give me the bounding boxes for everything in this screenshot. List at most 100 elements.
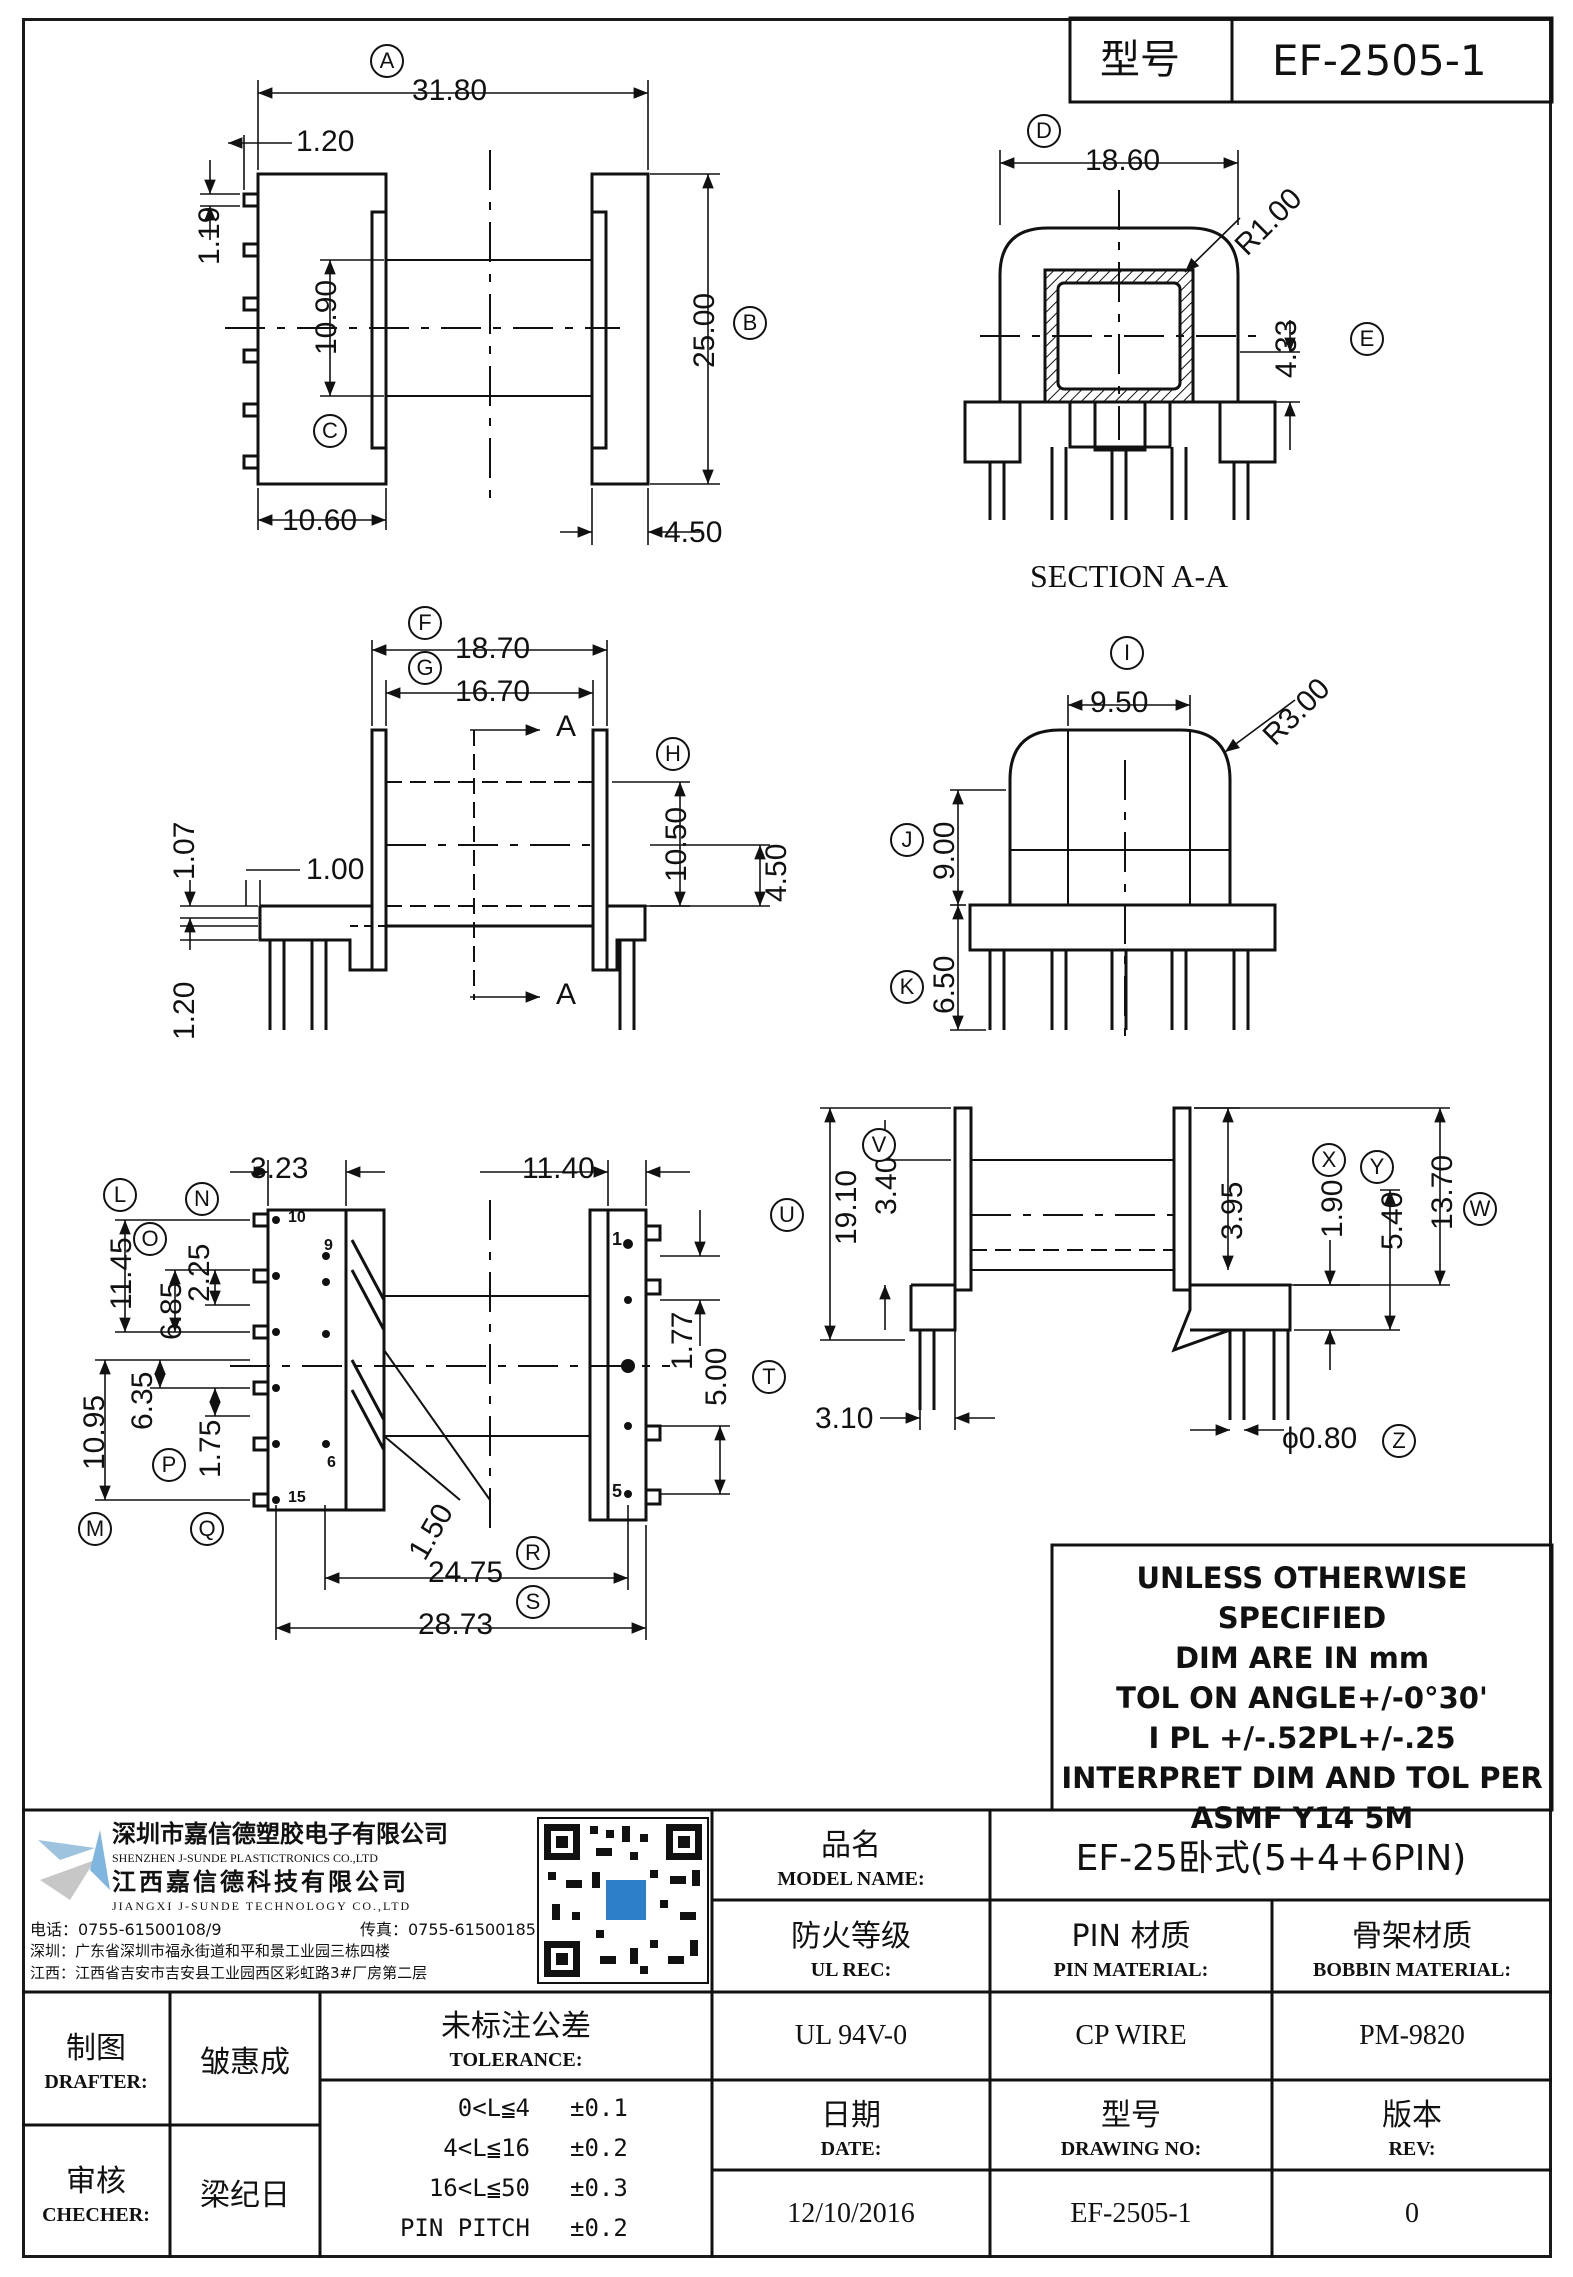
checker-en: CHECHER: [42, 2204, 150, 2226]
dim-1-07: 1.07 [168, 821, 201, 880]
dim-5-40: 5.40 [1376, 1191, 1409, 1250]
tolerance-range: PIN PITCH [399, 2214, 530, 2242]
callout-f: F [408, 606, 442, 640]
tolerance-en: TOLERANCE: [449, 2048, 583, 2071]
checker-label: 审核 CHECHER: [22, 2125, 170, 2258]
pin-material-value: CP WIRE [990, 1992, 1272, 2080]
bobbin-material-en: BOBBIN MATERIAL: [1313, 1958, 1511, 1981]
title-block-lines [22, 1543, 1554, 2258]
header-code: EF-2505-1 [1272, 36, 1487, 85]
dim-19-10: 19.10 [830, 1169, 863, 1245]
dim-1-20: 1.20 [296, 125, 355, 158]
company-phone: 电话：0755-61500108/9 [30, 1920, 222, 1939]
tolerance-range: 16<L≦50 [428, 2174, 530, 2202]
rev-label: 版本 REV: [1272, 2080, 1552, 2170]
qr-code [537, 1817, 709, 1984]
view-middle-left [180, 640, 770, 1030]
header-box [1068, 16, 1554, 104]
dim-25-00: 25.00 [688, 292, 721, 368]
tolerance-label: 未标注公差 TOLERANCE: [320, 1992, 712, 2080]
rev-en: REV: [1388, 2137, 1436, 2160]
dim-13-70: 13.70 [1426, 1154, 1459, 1230]
callout-v: V [862, 1128, 896, 1162]
pin-material-text: CP WIRE [1075, 2020, 1187, 2051]
callout-o: O [133, 1222, 167, 1256]
callout-p: P [152, 1448, 186, 1482]
model-name-en: MODEL NAME: [777, 1867, 925, 1890]
date-cn: 日期 [821, 2097, 881, 2133]
drawing-no-value: EF-2505-1 [990, 2170, 1272, 2258]
tolerance-value: ±0.2 [570, 2134, 628, 2162]
drawing-sheet [22, 18, 1552, 2258]
drawing-no-text: EF-2505-1 [1070, 2198, 1192, 2229]
dim-10-90: 10.90 [310, 279, 343, 355]
view-middle-right [950, 695, 1296, 1040]
callout-a: A [370, 44, 404, 78]
callout-j: J [890, 823, 924, 857]
note-line: DIM ARE IN mm [1174, 1641, 1430, 1675]
pin-number-5: 5 [612, 1481, 623, 1501]
callout-s: S [516, 1585, 550, 1619]
checker-name: 梁纪日 [200, 2177, 290, 2213]
dim-5-00: 5.00 [700, 1347, 733, 1406]
dim-3-40: 3.40 [870, 1156, 903, 1215]
rev-value: 0 [1272, 2170, 1552, 2258]
drawing-no-en: DRAWING NO: [1060, 2137, 1202, 2160]
header-label: 型号 [1100, 37, 1180, 83]
dim-28-73: 28.73 [418, 1608, 494, 1641]
drafter-en: DRAFTER: [44, 2071, 148, 2093]
dim-1-20b: 1.20 [168, 981, 201, 1040]
model-name-cn: 品名 [821, 1827, 881, 1863]
drafter-name: 皱惠成 [200, 2044, 290, 2080]
drafter-value: 皱惠成 [170, 1992, 320, 2125]
pin-material-en: PIN MATERIAL: [1053, 1958, 1209, 1981]
general-notes: UNLESS OTHERWISE SPECIFIED DIM ARE IN mm… [1052, 1558, 1552, 1838]
tolerance-row: 4<L≦16 ±0.2 [320, 2128, 712, 2168]
callout-h: H [656, 737, 690, 771]
dim-1-90: 1.90 [1316, 1179, 1349, 1238]
dim-3-95: 3.95 [1216, 1181, 1249, 1240]
callout-q: Q [190, 1512, 224, 1546]
drawing-no-label: 型号 DRAWING NO: [990, 2080, 1272, 2170]
dim-2-25: 2.25 [183, 1243, 216, 1302]
callout-n: N [185, 1182, 219, 1216]
company-fax: 传真：0755-61500185 [360, 1920, 536, 1939]
view-top-left [200, 80, 720, 545]
dim-6-50: 6.50 [928, 955, 961, 1014]
drafter-cn: 制图 [66, 2031, 126, 2066]
dim-18-70: 18.70 [455, 632, 531, 665]
dim-3-10: 3.10 [815, 1402, 874, 1435]
tolerance-row: 16<L≦50 ±0.3 [320, 2168, 712, 2208]
pin-number-15: 15 [288, 1489, 306, 1506]
tolerance-value: ±0.2 [570, 2214, 628, 2242]
callout-c: C [313, 414, 347, 448]
callout-w: W [1463, 1192, 1497, 1226]
pin-material-cn: PIN 材质 [1071, 1918, 1191, 1954]
dim-10-60: 10.60 [282, 504, 358, 537]
dim-10-95: 10.95 [78, 1394, 111, 1470]
dim-1-75: 1.75 [194, 1419, 227, 1478]
date-label: 日期 DATE: [712, 2080, 990, 2170]
dim-1-77: 1.77 [666, 1311, 699, 1370]
dim-4-50: 4.50 [664, 516, 723, 549]
rev-cn: 版本 [1382, 2097, 1442, 2133]
pin-number-1: 1 [612, 1229, 623, 1249]
callout-g: G [408, 651, 442, 685]
ul-rec-text: UL 94V-0 [794, 2020, 908, 2051]
ul-rec-value: UL 94V-0 [712, 1992, 990, 2080]
dim-16-70: 16.70 [455, 675, 531, 708]
ul-rec-en: UL REC: [810, 1958, 892, 1981]
pin-number-10: 10 [288, 1209, 306, 1226]
date-text: 12/10/2016 [787, 2198, 915, 2229]
dim-10-50: 10.50 [660, 806, 693, 882]
dim-11-40: 11.40 [522, 1152, 595, 1185]
checker-value: 梁纪日 [170, 2125, 320, 2258]
pin-number-9: 9 [324, 1237, 333, 1254]
callout-r: R [516, 1536, 550, 1570]
note-line: I PL +/-.52PL+/-.25 [1148, 1721, 1456, 1755]
callout-x: X [1312, 1143, 1346, 1177]
dim-24-75: 24.75 [428, 1556, 504, 1589]
dim-1-00: 1.00 [306, 853, 365, 886]
date-value: 12/10/2016 [712, 2170, 990, 2258]
